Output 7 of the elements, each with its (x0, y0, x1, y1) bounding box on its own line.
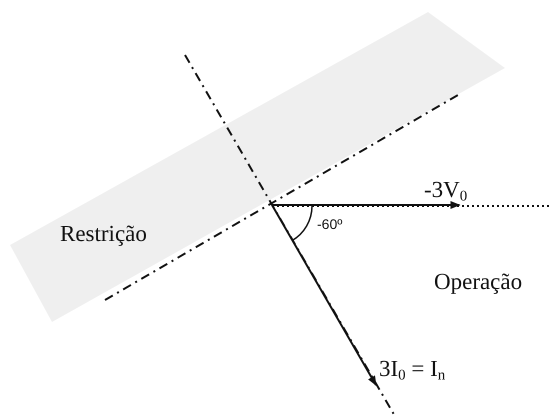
vector-label: 3I$_{0}$ = I$_{n}$ (379, 357, 446, 384)
vector-arrow (271, 204, 377, 386)
vector-arrow (272, 201, 460, 209)
region-label: Restrição (60, 222, 147, 245)
region-label: Operação (434, 270, 522, 293)
vector-label: -3V$_{0}$ (424, 178, 468, 205)
angle-label: -60º (317, 217, 342, 231)
